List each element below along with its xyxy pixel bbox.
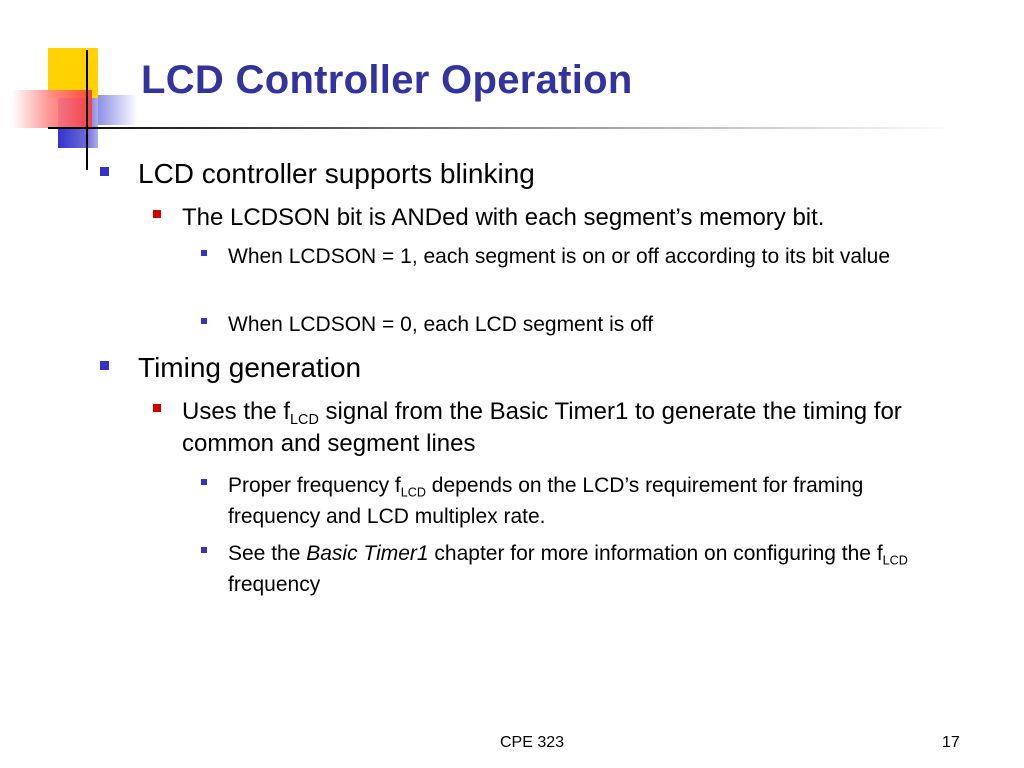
slide-title: LCD Controller Operation: [141, 58, 633, 102]
square-bullet-icon: [153, 404, 161, 412]
bullet-level3: When LCDSON = 1, each segment is on or o…: [201, 241, 976, 272]
square-bullet-icon: [201, 547, 207, 553]
decor-yellow-square: [48, 48, 98, 98]
bullet-text: When LCDSON = 1, each segment is on or o…: [228, 245, 891, 268]
bullet-level1: LCD controller supports blinking: [100, 157, 980, 191]
bullet-text: The LCDSON bit is ANDed with each segmen…: [182, 204, 825, 231]
square-bullet-icon: [100, 361, 109, 370]
decor-blue-bar: [98, 95, 138, 125]
decor-vertical-line: [86, 50, 88, 170]
slide-number: 17: [942, 734, 960, 751]
square-bullet-icon: [201, 479, 207, 485]
bullet-level2: The LCDSON bit is ANDed with each segmen…: [153, 202, 973, 234]
bullet-text: Timing generation: [138, 352, 362, 383]
bullet-text: Uses the fLCD signal from the Basic Time…: [182, 398, 902, 457]
bullet-level2: Uses the fLCD signal from the Basic Time…: [153, 396, 933, 460]
square-bullet-icon: [100, 167, 109, 176]
bullet-level3: When LCDSON = 0, each LCD segment is off: [201, 309, 976, 340]
bullet-level1: Timing generation: [100, 351, 980, 385]
square-bullet-icon: [153, 210, 161, 218]
square-bullet-icon: [201, 318, 207, 324]
bullet-text: When LCDSON = 0, each LCD segment is off: [228, 313, 654, 336]
decor-red-bar: [12, 90, 92, 128]
bullet-level3: Proper frequency fLCD depends on the LCD…: [201, 470, 941, 532]
title-underline: [48, 127, 958, 129]
bullet-text: See the Basic Timer1 chapter for more in…: [228, 542, 908, 596]
bullet-text: Proper frequency fLCD depends on the LCD…: [228, 474, 864, 528]
bullet-text: LCD controller supports blinking: [138, 158, 535, 189]
square-bullet-icon: [201, 250, 207, 256]
footer-course-label: CPE 323: [500, 734, 565, 751]
bullet-level3: See the Basic Timer1 chapter for more in…: [201, 538, 976, 600]
